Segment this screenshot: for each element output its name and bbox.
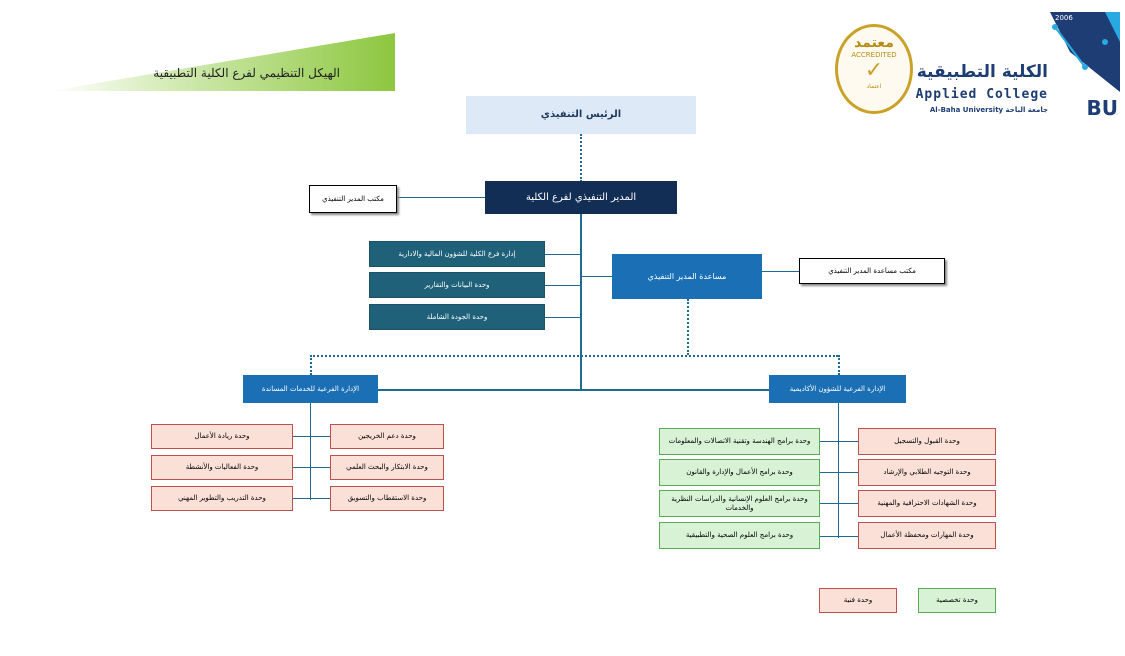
connector-assistant-down [687, 299, 689, 355]
legend-technical: وحدة فنية [819, 588, 897, 613]
logo-network-icon [1050, 12, 1120, 92]
staff-unit-finance: إدارة فرع الكلية للشؤون المالية والاداري… [369, 241, 545, 267]
academic-affairs-box: الإدارة الفرعية للشؤون الأكاديمية [769, 375, 906, 403]
connector-support-1 [293, 436, 330, 437]
executive-director-box: المدير التنفيذي لفرع الكلية [485, 181, 677, 214]
academic-technical-3: وحدة الشهادات الاحترافية والمهنية [858, 490, 996, 517]
support-outer-2: وحدة الفعاليات والأنشطة [151, 455, 293, 480]
connector-academic-1 [820, 441, 858, 442]
academic-technical-2: وحدة التوجيه الطلابي والإرشاد [858, 459, 996, 486]
connector-academic-down [838, 403, 839, 538]
support-inner-1: وحدة دعم الخريجين [330, 424, 444, 449]
page-title: الهيكل التنظيمي لفرع الكلية التطبيقية [153, 66, 340, 80]
academic-technical-1: وحدة القبول والتسجيل [858, 428, 996, 455]
connector-solid-horizontal [310, 389, 838, 391]
connector-academic-3 [820, 503, 858, 504]
logo-english-name: Applied College [915, 87, 1048, 102]
connector-exec-office [397, 197, 485, 198]
connector-support-3 [293, 498, 330, 499]
seal-checkmark-icon: ✓ [864, 58, 884, 83]
support-inner-3: وحدة الاستقطاب والتسويق [330, 486, 444, 511]
logo-university: Al-Baha University جامعة الباحة [929, 106, 1048, 114]
connector-main-spine [580, 214, 582, 390]
academic-specialized-4: وحدة برامج العلوم الصحية والتطبيقية [659, 522, 820, 549]
academic-technical-4: وحدة المهارات ومحفظة الأعمال [858, 522, 996, 549]
connector-support-down [310, 403, 311, 500]
legend-specialized: وحدة تخصصية [918, 588, 996, 613]
connector-staff-1 [545, 254, 580, 255]
connector-staff-3 [545, 317, 580, 318]
connector-staff-2 [545, 285, 580, 286]
connector-top [580, 134, 582, 182]
academic-specialized-1: وحدة برامج الهندسة وتقنية الاتصالات والم… [659, 428, 820, 455]
seal-arabic: معتمد [854, 35, 894, 51]
support-services-box: الإدارة الفرعية للخدمات المساندة [243, 375, 378, 403]
logo-arabic-name: الكلية التطبيقية [916, 62, 1048, 82]
exec-office-box: مكتب المدير التنفيذي [309, 185, 397, 213]
title-banner: الهيكل التنظيمي لفرع الكلية التطبيقية [50, 33, 395, 91]
support-outer-3: وحدة التدريب والتطوير المهني [151, 486, 293, 511]
ceo-box: الرئيس التنفيذي [466, 96, 696, 134]
staff-unit-data: وحدة البيانات والتقارير [369, 272, 545, 298]
connector-dotted-horizontal [310, 355, 838, 357]
connector-academic-4 [820, 536, 858, 537]
connector-assistant [580, 276, 612, 277]
connector-assistant-office [762, 271, 799, 272]
accreditation-seal: معتمد ACCREDITED ✓ اعتماد [835, 24, 913, 114]
connector-academic-2 [820, 472, 858, 473]
support-inner-2: وحدة الابتكار والبحث العلمي [330, 455, 444, 480]
seal-small: اعتماد [866, 83, 882, 90]
college-logo: الكلية التطبيقية Applied College Al-Baha… [916, 12, 1120, 122]
banner-shape [50, 33, 395, 91]
seal-english: ACCREDITED [851, 51, 897, 59]
academic-specialized-3: وحدة برامج العلوم الإنسانية والدراسات ال… [659, 490, 820, 517]
logo-initials: BU [1086, 96, 1118, 120]
support-outer-1: وحدة ريادة الأعمال [151, 424, 293, 449]
connector-support-2 [293, 467, 330, 468]
staff-unit-quality: وحدة الجودة الشاملة [369, 304, 545, 330]
logo-year: 2006 [1055, 14, 1073, 22]
connector-dotted-right [838, 355, 840, 375]
academic-specialized-2: وحدة برامج الأعمال والإدارة والقانون [659, 459, 820, 486]
assistant-box: مساعدة المدير التنفيذي [612, 254, 762, 299]
assistant-office-box: مكتب مساعدة المدير التنفيذي [799, 258, 945, 284]
connector-dotted-left [310, 355, 312, 375]
